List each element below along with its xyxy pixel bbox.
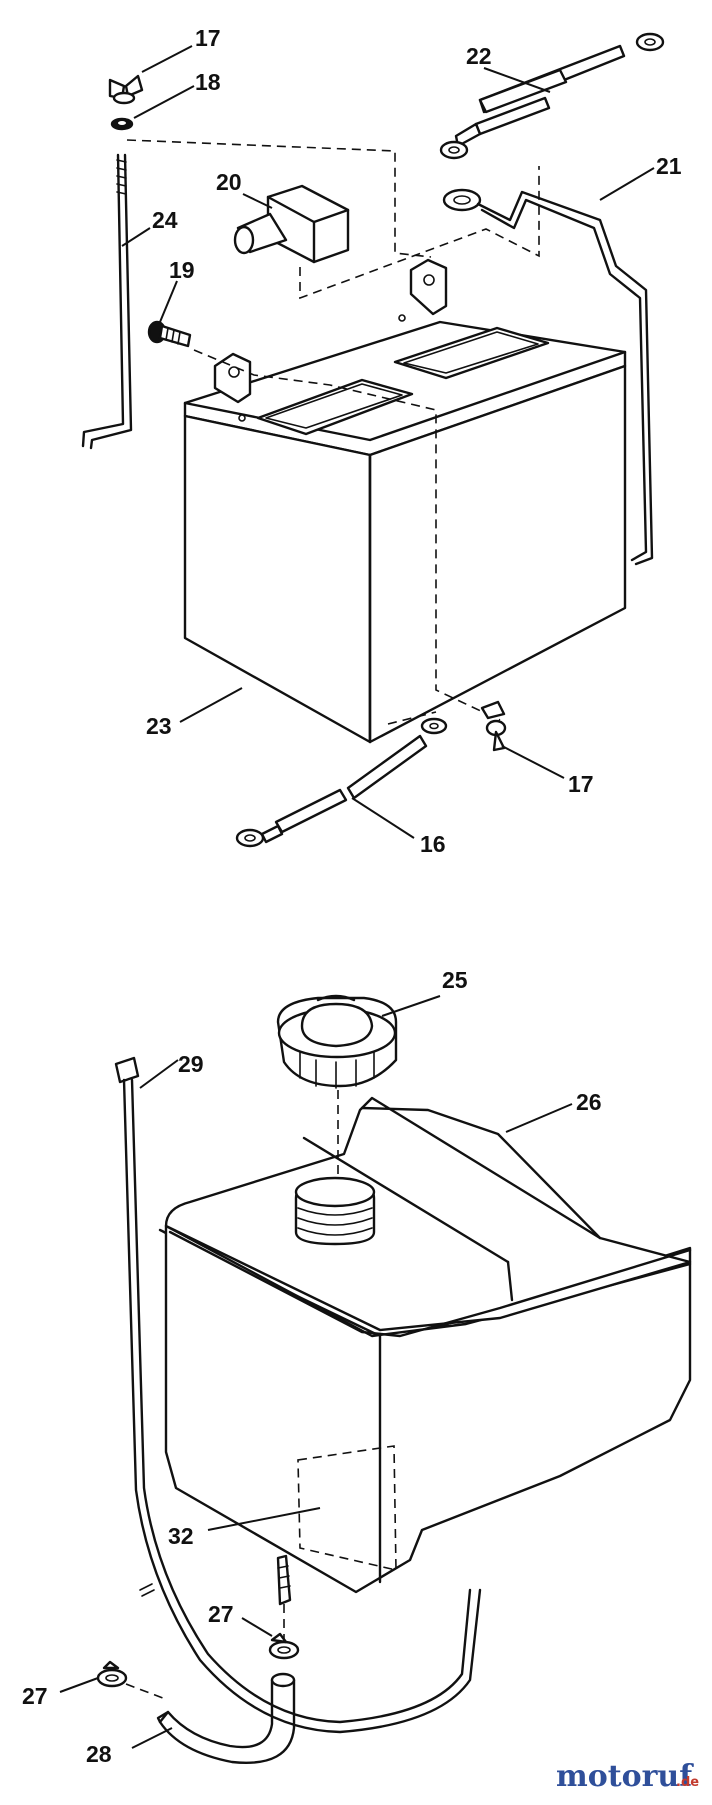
tank-strap-icon	[114, 1056, 482, 1734]
positive-cable-icon	[439, 32, 665, 160]
hose-clamp-icon	[96, 1660, 128, 1688]
washer-icon	[110, 117, 134, 131]
bolt-icon	[147, 320, 192, 348]
part-label-32: 32	[168, 1523, 194, 1549]
fuel-cap-icon	[276, 994, 398, 1089]
fuel-leader-lines	[59, 995, 573, 1749]
hose-clamp-icon	[268, 1632, 300, 1660]
part-label-27: 27	[208, 1601, 234, 1627]
part-label-24: 24	[152, 207, 178, 233]
hold-down-rod-icon	[81, 153, 133, 450]
part-label-19: 19	[169, 257, 195, 283]
fuel-hose-icon	[156, 1672, 296, 1764]
negative-cable-icon	[235, 717, 448, 848]
wing-nut-icon	[480, 700, 507, 752]
battery-assembly-lines	[126, 139, 540, 725]
svg-text:motoruf: motoruf	[556, 1759, 694, 1794]
part-label-23: 23	[146, 713, 172, 739]
part-label-27: 27	[22, 1683, 48, 1709]
part-label-29: 29	[178, 1051, 204, 1077]
part-label-26: 26	[576, 1089, 602, 1115]
hold-down-strap-icon	[442, 188, 654, 566]
part-label-28: 28	[86, 1741, 112, 1767]
wing-nut-icon	[108, 74, 144, 105]
part-label-25: 25	[442, 967, 468, 993]
part-label-21: 21	[656, 153, 682, 179]
part-label-20: 20	[216, 169, 242, 195]
part-label-17: 17	[568, 771, 594, 797]
part-label-17: 17	[195, 25, 221, 51]
part-number-labels: 17 18 22 21 20 24 19 23 17 16 25 26 29 3…	[22, 25, 682, 1767]
battery-leader-lines	[121, 45, 655, 839]
part-label-18: 18	[195, 69, 221, 95]
terminal-boot-icon	[233, 184, 350, 264]
battery	[183, 258, 627, 744]
fuel-tank	[158, 1096, 692, 1606]
watermark-logo: motoruf .de	[556, 1759, 699, 1794]
part-label-22: 22	[466, 43, 492, 69]
fuel-assembly-lines	[125, 1090, 339, 1701]
svg-text:.de: .de	[676, 1775, 699, 1790]
part-label-16: 16	[420, 831, 446, 857]
